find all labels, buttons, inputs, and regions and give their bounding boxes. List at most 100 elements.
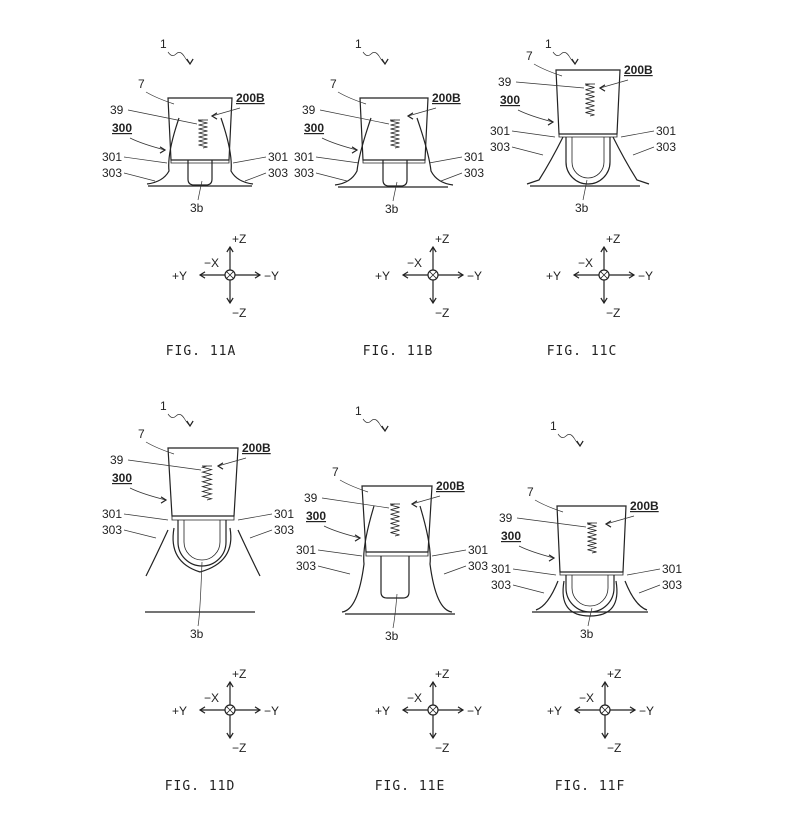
label-arm-301-left: 301 xyxy=(294,150,314,164)
arrow-head xyxy=(600,297,608,305)
arrow-head xyxy=(186,58,194,66)
arrow-head xyxy=(381,58,389,66)
tip-3b-inner xyxy=(571,575,609,607)
label-unit-200b: 200B xyxy=(436,479,465,493)
spring-39 xyxy=(390,119,400,149)
arrow-head xyxy=(576,440,584,448)
label-cap-7: 7 xyxy=(526,49,533,63)
leader-retainer-300 xyxy=(129,137,166,151)
tip-3b xyxy=(565,137,611,185)
axis-label-minus-z: −Z xyxy=(607,741,621,755)
axis-label-minus-y: −Y xyxy=(467,269,482,283)
figure-11b: 1739200B3003013033013033b+Z−Z+Y−Y−XFIG. … xyxy=(294,37,484,359)
leader-cap-7 xyxy=(339,479,369,493)
axis-label-minus-x: −X xyxy=(579,691,594,705)
arrow-head xyxy=(600,245,608,253)
label-device-1: 1 xyxy=(550,419,557,433)
spring-39 xyxy=(198,119,208,149)
label-arm-301-right: 301 xyxy=(656,124,676,138)
axis-label-minus-x: −X xyxy=(407,691,422,705)
label-arm-301-right: 301 xyxy=(662,562,682,576)
arrow-head xyxy=(572,271,580,279)
label-tip-3b: 3b xyxy=(575,201,589,215)
leader-arm-303-right xyxy=(632,146,655,156)
label-device-1: 1 xyxy=(355,404,362,418)
label-arm-303-left: 303 xyxy=(102,166,122,180)
leader-arm-301-right xyxy=(428,156,463,164)
tip-3b xyxy=(382,160,408,187)
x-axis-cross xyxy=(226,271,234,279)
label-tip-3b: 3b xyxy=(190,201,204,215)
arrow-head xyxy=(598,84,606,92)
arrow-head xyxy=(381,425,389,433)
axis-compass: +Z−Z+Y−Y−X xyxy=(172,667,279,755)
figure-caption-11b: FIG. 11B xyxy=(363,344,434,359)
arm-303-left xyxy=(535,580,559,611)
leader-device-1 xyxy=(167,51,191,65)
arrow-head xyxy=(354,534,362,542)
leader-arm-303-right xyxy=(440,172,463,182)
leader-retainer-300 xyxy=(518,545,555,559)
arm-301-right xyxy=(416,117,454,186)
axis-label-plus-y: +Y xyxy=(546,269,561,283)
figure-caption-11e: FIG. 11E xyxy=(375,779,446,794)
arrow-head xyxy=(401,271,409,279)
leader-arm-303-right xyxy=(244,172,267,182)
leader-cap-7 xyxy=(534,499,564,513)
axis-label-minus-z: −Z xyxy=(435,741,449,755)
leader-arm-303-right xyxy=(638,584,661,594)
spring-39 xyxy=(390,503,400,537)
label-arm-301-left: 301 xyxy=(102,150,122,164)
arrow-head xyxy=(429,680,437,688)
label-retainer-300: 300 xyxy=(112,121,132,135)
label-tip-3b: 3b xyxy=(190,627,204,641)
label-device-1: 1 xyxy=(355,37,362,51)
leader-spring-39 xyxy=(127,109,198,125)
label-device-1: 1 xyxy=(160,37,167,51)
label-spring-39: 39 xyxy=(110,103,124,117)
arrow-head xyxy=(226,732,234,740)
figure-caption-11c: FIG. 11C xyxy=(547,344,618,359)
leader-tip-3b xyxy=(587,607,593,627)
label-arm-301-left: 301 xyxy=(296,543,316,557)
label-arm-303-right: 303 xyxy=(274,523,294,537)
arrow-head xyxy=(198,271,206,279)
label-unit-200b: 200B xyxy=(236,91,265,105)
arrow-head xyxy=(254,706,262,714)
label-arm-303-right: 303 xyxy=(662,578,682,592)
arrow-head xyxy=(159,146,167,154)
spring-39 xyxy=(587,522,597,554)
arrow-head xyxy=(547,118,555,126)
label-arm-301-right: 301 xyxy=(274,507,294,521)
axis-label-minus-z: −Z xyxy=(606,306,620,320)
housing-cap xyxy=(359,97,429,161)
tip-3b-inner xyxy=(183,520,221,561)
arrow-head xyxy=(210,112,218,120)
label-arm-303-left: 303 xyxy=(102,523,122,537)
leader-arm-301-right xyxy=(237,513,273,521)
x-axis-cross xyxy=(226,706,234,714)
leader-arm-301-right xyxy=(232,156,267,164)
arrow-head xyxy=(351,146,359,154)
label-arm-303-left: 303 xyxy=(491,578,511,592)
arm-301-left xyxy=(334,117,372,186)
axis-label-minus-z: −Z xyxy=(435,306,449,320)
arm-301-left xyxy=(172,527,201,573)
housing-cap xyxy=(555,69,621,135)
leader-spring-39 xyxy=(515,81,585,89)
leader-device-1 xyxy=(552,51,576,65)
tip-3b xyxy=(380,556,410,599)
leader-arm-303-left xyxy=(123,529,157,539)
leader-tip-3b xyxy=(197,180,203,201)
arm-301-left xyxy=(526,136,564,185)
figure-11a: 1739200B3003013033013033b+Z−Z+Y−Y−XFIG. … xyxy=(102,37,288,359)
leader-cap-7 xyxy=(145,441,175,455)
axis-compass: +Z−Z+Y−Y−X xyxy=(547,667,654,755)
arm-303-right xyxy=(237,529,261,577)
label-arm-301-left: 301 xyxy=(102,507,122,521)
axis-label-plus-y: +Y xyxy=(547,704,562,718)
x-axis-cross xyxy=(429,271,437,279)
axis-label-minus-x: −X xyxy=(578,256,593,270)
leader-tip-3b xyxy=(392,181,398,202)
axis-label-plus-y: +Y xyxy=(375,269,390,283)
